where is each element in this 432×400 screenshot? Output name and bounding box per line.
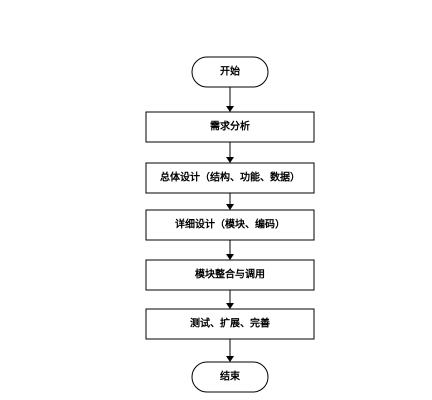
arrowhead — [226, 356, 234, 362]
process-box — [145, 209, 315, 241]
step-1-label: 需求分析 — [210, 120, 250, 133]
arrowhead — [226, 157, 234, 163]
arrow-step-1-to-step-2 — [226, 142, 234, 163]
end-node: 结束 — [191, 361, 269, 393]
end-terminal-shape — [191, 361, 269, 393]
arrowhead — [226, 106, 234, 112]
process-step-5: 测试、扩展、完善 — [145, 308, 315, 340]
process-box — [145, 111, 315, 143]
start-node: 开始 — [191, 56, 269, 88]
process-step-4: 模块整合与调用 — [145, 259, 315, 291]
arrow-step-2-to-step-3 — [226, 193, 234, 210]
step-3-label: 详细设计（模块、编码） — [175, 218, 285, 231]
process-step-3: 详细设计（模块、编码） — [145, 209, 315, 241]
process-box — [145, 308, 315, 340]
step-2-label: 总体设计（结构、功能、数据） — [160, 171, 300, 184]
process-step-2: 总体设计（结构、功能、数据） — [145, 162, 315, 194]
process-box — [145, 259, 315, 291]
process-step-1: 需求分析 — [145, 111, 315, 143]
arrow-step-3-to-step-4 — [226, 240, 234, 260]
step-4-label: 模块整合与调用 — [195, 268, 265, 281]
arrow-start-to-step-1 — [226, 87, 234, 112]
arrowhead — [226, 254, 234, 260]
arrowhead — [226, 303, 234, 309]
arrow-step-4-to-step-5 — [226, 290, 234, 309]
start-label: 开始 — [220, 65, 240, 78]
step-5-label: 测试、扩展、完善 — [190, 317, 270, 330]
end-label: 结束 — [220, 370, 241, 383]
arrow-step-5-to-end — [226, 339, 234, 362]
arrowhead — [226, 204, 234, 210]
